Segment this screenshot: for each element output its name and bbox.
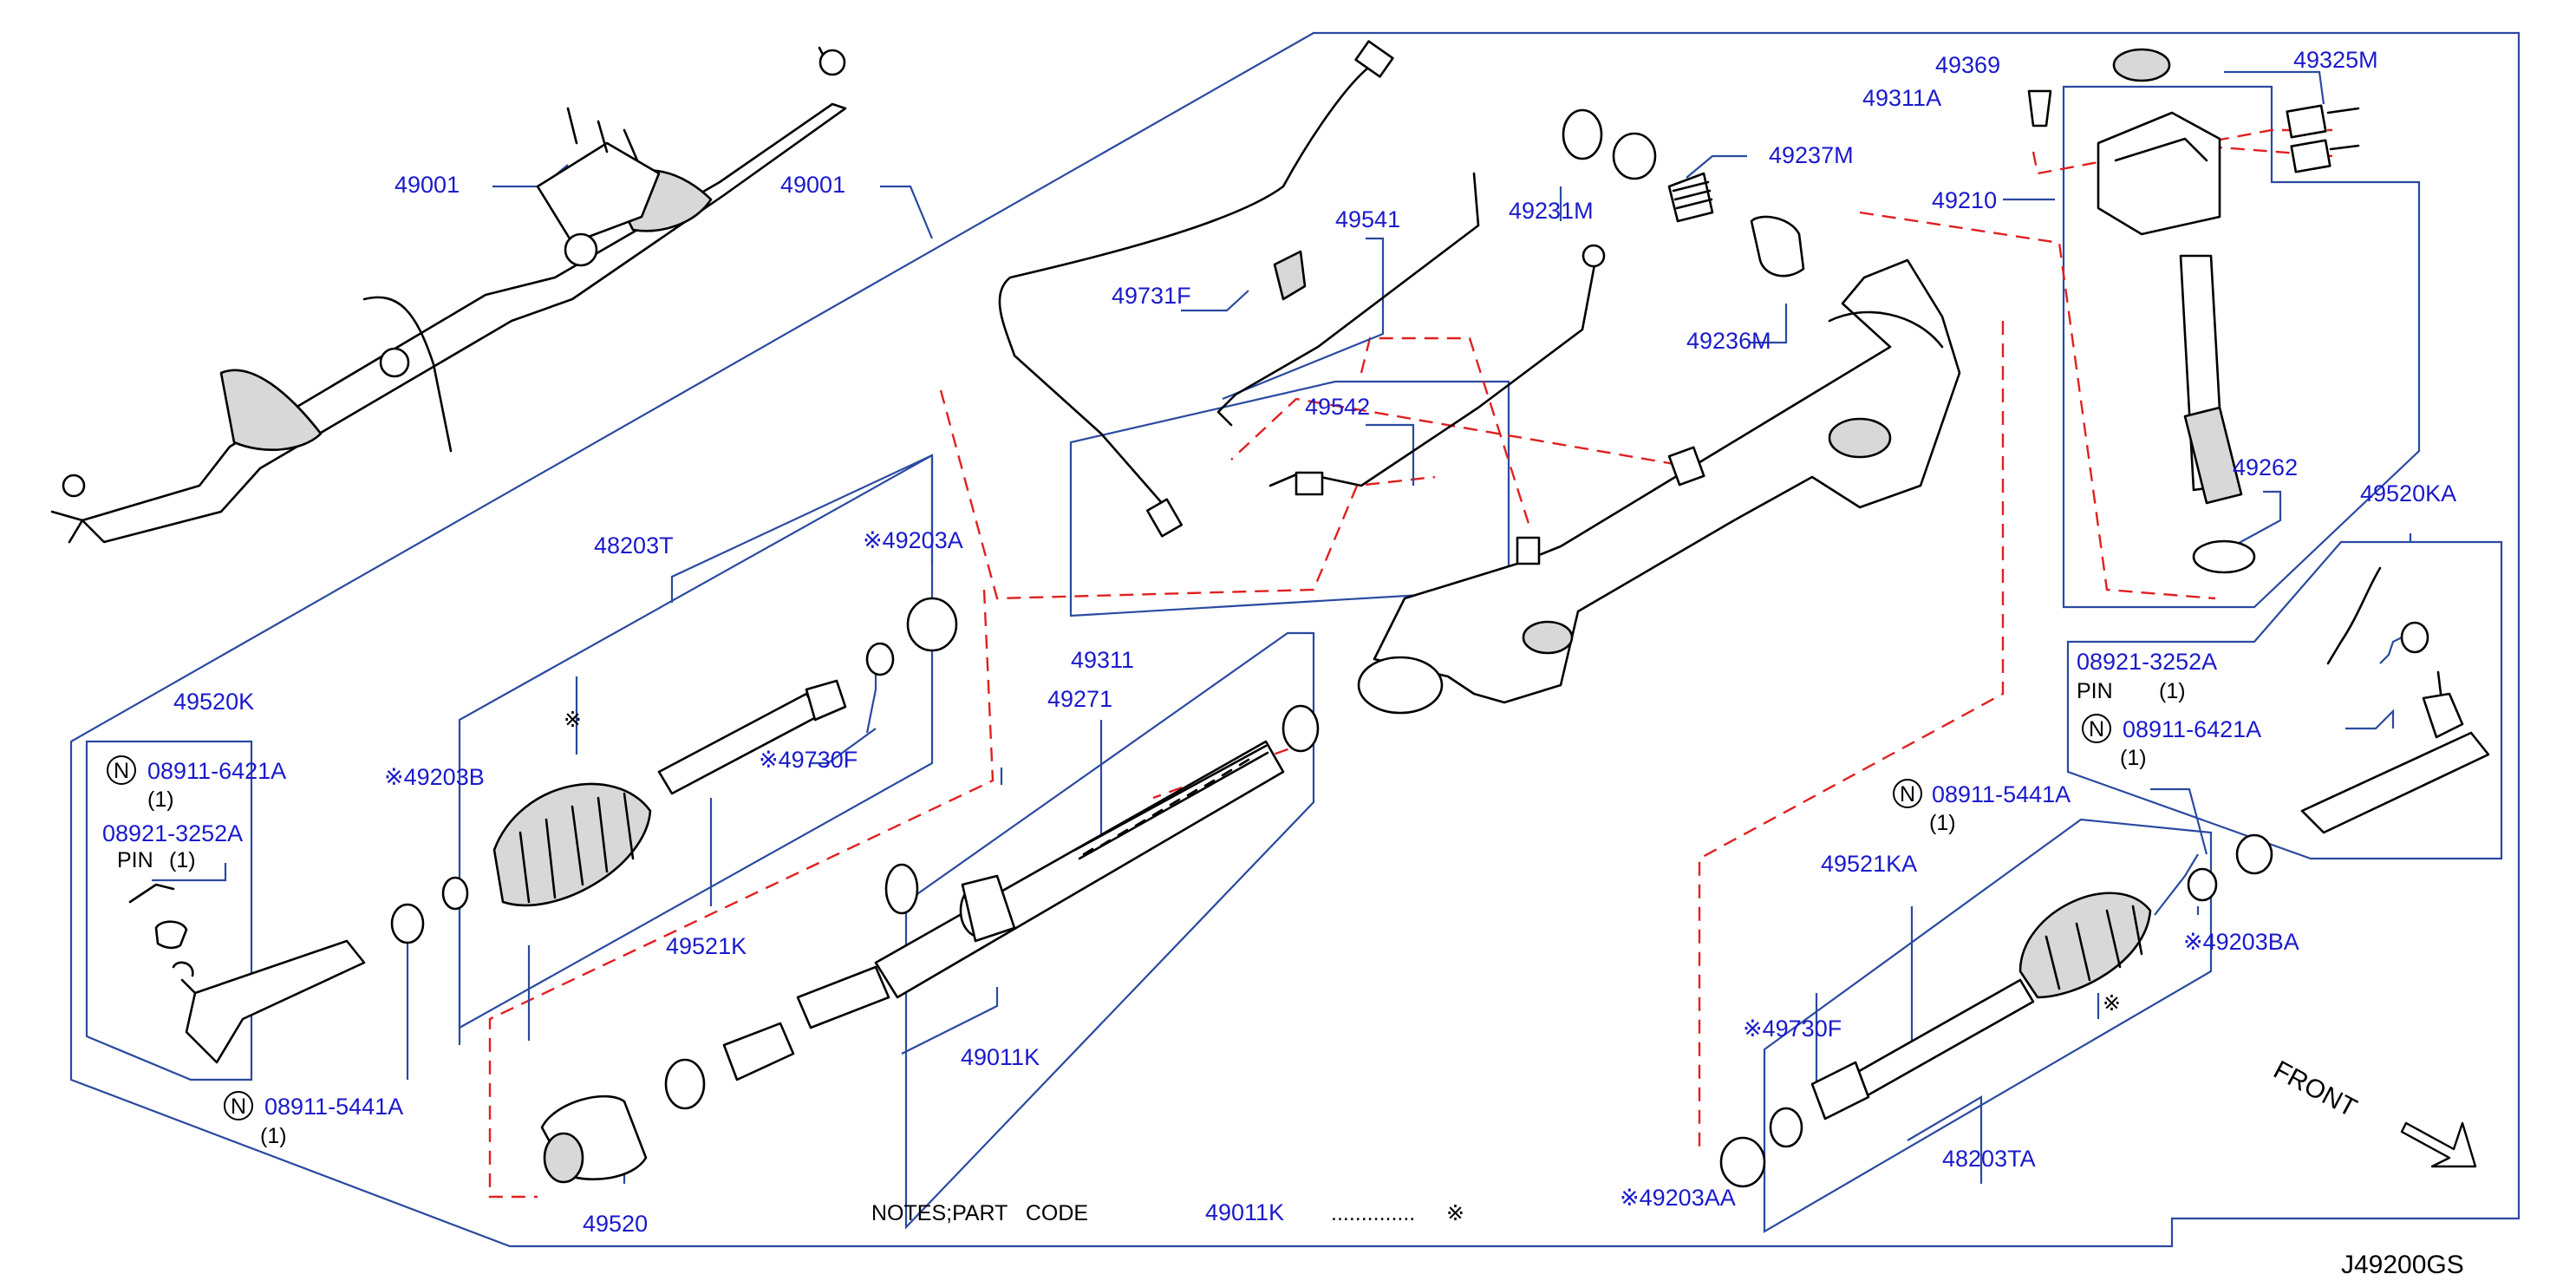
label-49001-kit: 49001 [780, 172, 845, 198]
right-tie-rod-and-boot [1719, 833, 2273, 1188]
leader-lines [152, 70, 2412, 1184]
label-49203AA: ※49203AA [1620, 1185, 1736, 1211]
valve-seals-springs [1562, 108, 1805, 278]
label-08911-6421A-right-qty: (1) [2120, 746, 2147, 770]
label-star-left-boot: ※ [564, 708, 582, 732]
label-49520: 49520 [583, 1211, 648, 1237]
front-label: FRONT [2269, 1055, 2362, 1123]
n-marker: N [107, 755, 136, 785]
label-49311A: 49311A [1862, 85, 1941, 111]
n-marker: N [224, 1091, 253, 1120]
label-49520K: 49520K [173, 689, 254, 715]
label-49325M: 49325M [2293, 47, 2378, 73]
label-08921-3252A-right: 08921-3252A [2077, 649, 2217, 675]
steering-gear-assembly-illustration [50, 46, 847, 544]
notes-part: 49011K [1205, 1199, 1284, 1225]
label-08911-6421A-right: 08911-6421A [2123, 716, 2261, 742]
label-48203TA: 48203TA [1942, 1146, 2036, 1172]
label-49237M: 49237M [1769, 142, 1854, 168]
label-49369: 49369 [1935, 52, 2000, 78]
label-49236M: 49236M [1686, 328, 1771, 354]
right-tie-rod-end [2300, 566, 2490, 834]
notes: NOTES;PART CODE 49011K .............. ※ [871, 1199, 1464, 1225]
label-49231M: 49231M [1509, 198, 1594, 224]
valve-housing-group [2027, 48, 2360, 574]
rack-bushings [540, 704, 1320, 1184]
front-indicator: FRONT [2269, 1055, 2477, 1168]
label-49203A: ※49203A [863, 527, 963, 553]
label-48203T: 48203T [594, 532, 674, 559]
label-49262: 49262 [2233, 454, 2298, 480]
label-08911-5441A-left: 08911-5441A [264, 1094, 403, 1120]
n-marker: N [2082, 714, 2111, 743]
label-08911-5441A-right: 08911-5441A [1932, 781, 2071, 807]
pipe-49731F [998, 40, 1394, 538]
n-marker: N [1893, 779, 1922, 808]
label-49521KA: 49521KA [1821, 851, 1917, 877]
label-49210: 49210 [1932, 187, 1997, 213]
label-pin-right-qty: (1) [2159, 679, 2186, 703]
label-49203B: ※49203B [384, 764, 485, 790]
n-markers: N N N N [107, 714, 2111, 1120]
label-49311: 49311 [1071, 647, 1134, 673]
tubes-49541-49542 [1216, 172, 1606, 496]
label-08911-6421A-left: 08911-6421A [147, 758, 286, 784]
label-08911-6421A-left-qty: (1) [147, 787, 174, 812]
svg-text:N: N [2089, 717, 2104, 741]
svg-text:N: N [231, 1094, 246, 1119]
gear-housing-49311 [1357, 258, 1961, 715]
label-49001-assembly: 49001 [395, 172, 460, 198]
label-49731F: 49731F [1112, 283, 1191, 309]
left-tie-rod-and-boot [390, 597, 958, 944]
label-49730F-right: ※49730F [1743, 1016, 1842, 1042]
label-49011K: 49011K [961, 1044, 1040, 1070]
label-pin-left: PIN [117, 848, 153, 872]
notes-title: NOTES;PART CODE [871, 1201, 1088, 1225]
label-49520KA: 49520KA [2360, 480, 2456, 506]
svg-text:N: N [1900, 782, 1915, 807]
label-08911-5441A-left-qty: (1) [260, 1124, 287, 1148]
left-tie-rod-end [128, 883, 366, 1064]
front-arrow-icon [2400, 1121, 2477, 1168]
label-49542: 49542 [1305, 394, 1370, 420]
label-49203BA: ※49203BA [2183, 929, 2299, 955]
part-number-labels: 49001 49001 49731F 49541 49542 49231M 49… [102, 47, 2456, 1237]
label-49521K: 49521K [666, 933, 747, 959]
label-pin-right: PIN [2077, 679, 2113, 703]
label-49271: 49271 [1047, 686, 1112, 712]
notes-mark: ※ [1446, 1201, 1464, 1225]
label-49541: 49541 [1335, 206, 1400, 232]
label-star-right-boot: ※ [2103, 991, 2121, 1016]
svg-text:N: N [114, 759, 129, 783]
label-pin-left-qty: (1) [169, 848, 196, 872]
label-49730F-left: ※49730F [759, 747, 858, 773]
diagram-code: J49200GS [2341, 1251, 2464, 1279]
label-08911-5441A-right-qty: (1) [1929, 811, 1956, 835]
notes-dots: .............. [1331, 1201, 1415, 1225]
label-08921-3252A-left: 08921-3252A [102, 820, 243, 846]
